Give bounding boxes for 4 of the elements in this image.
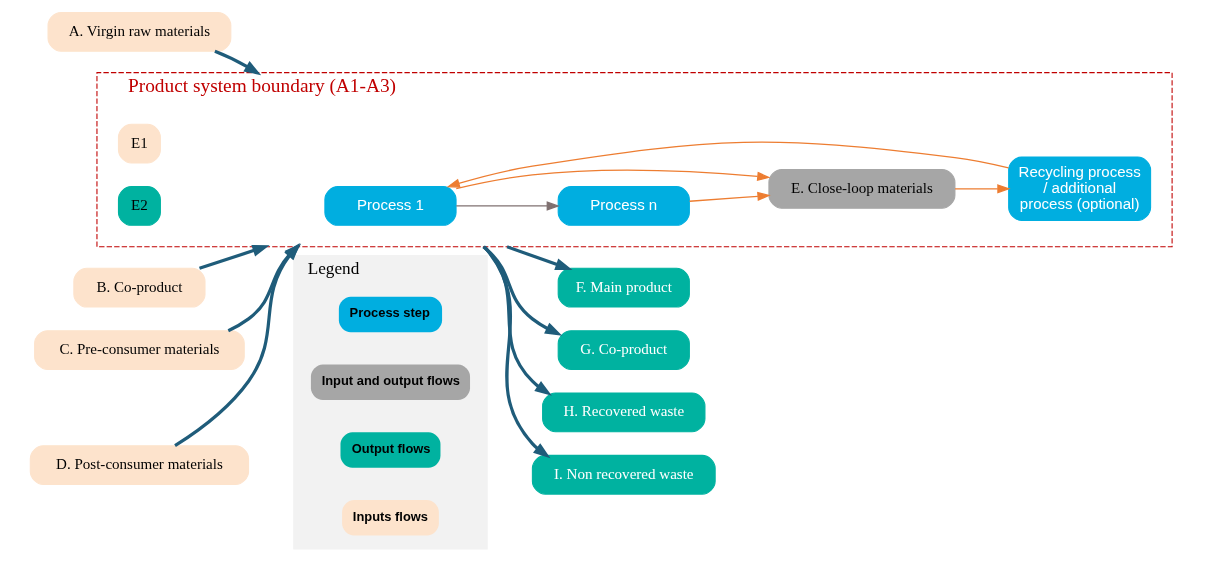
legend-label: Input and output flows [321,373,460,389]
legend-label: Output flows [351,440,431,456]
legend-label: Process step [349,305,430,321]
legend-label: Inputs flows [352,508,428,524]
